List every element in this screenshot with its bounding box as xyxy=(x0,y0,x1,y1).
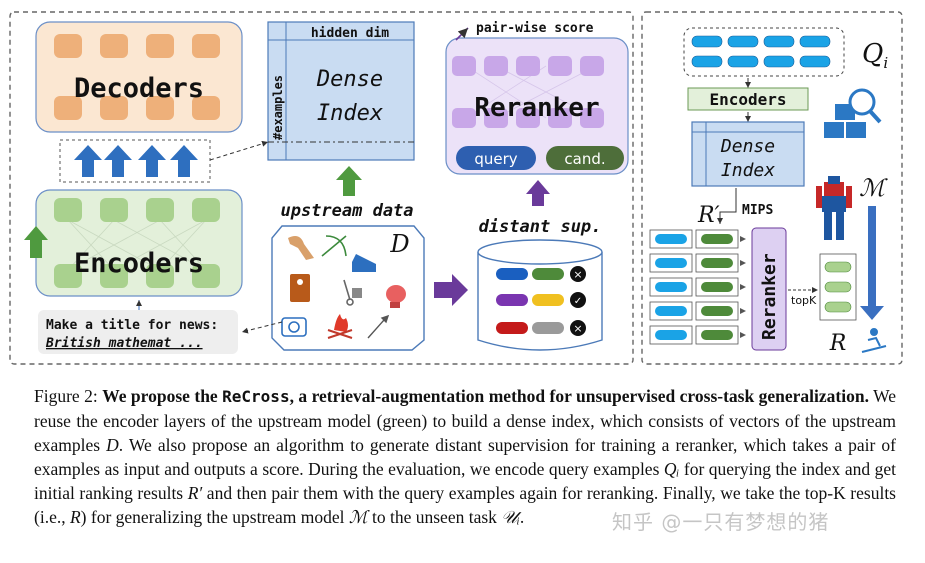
R-label: R xyxy=(829,331,847,356)
encoders-block: Encoders xyxy=(24,189,243,297)
r-prime-pairs xyxy=(649,229,746,345)
M-label: ℳ xyxy=(859,174,888,202)
prompt-line2: British mathemat ... xyxy=(45,336,203,351)
R-prime-label: R′ xyxy=(697,203,720,228)
green-up-arrow-icon xyxy=(24,226,48,258)
boomerang-icon xyxy=(288,236,314,260)
campfire-icon xyxy=(327,314,353,339)
right-panel-frame xyxy=(641,11,903,365)
purple-up-arrow-icon xyxy=(526,180,550,206)
caption-text-5: ) for generalizing the upstream model xyxy=(80,507,349,527)
caption-math-U: 𝒰ᵢ xyxy=(501,507,520,527)
topk-label: topK xyxy=(791,294,817,307)
check-icon xyxy=(570,292,586,308)
encoders-label: Encoders xyxy=(74,248,204,279)
blue-arrows-row xyxy=(59,139,211,183)
caption-text-6: to the unseen task xyxy=(367,507,502,527)
cross-icon xyxy=(570,320,586,336)
svg-text:×: × xyxy=(573,268,582,281)
hidden-dim-label: hidden dim xyxy=(311,26,389,41)
green-up-arrow-icon xyxy=(336,166,362,196)
distant-sup-cylinder: × ✓ × xyxy=(477,239,603,351)
camera-icon xyxy=(281,317,307,337)
mips-label: MIPS xyxy=(742,203,773,218)
caption-math-R: R xyxy=(69,507,81,527)
pair-wise-label: pair-wise score xyxy=(476,21,594,36)
caption-recross: ReCross xyxy=(222,387,290,406)
upstream-data-block: D xyxy=(271,225,425,351)
prompt-box: Make a title for news: British mathemat … xyxy=(38,310,238,354)
cross-icon xyxy=(570,266,586,282)
right-dense-line2: Index xyxy=(721,160,775,181)
Qi-label: Qi xyxy=(862,39,888,72)
caption-math-Qi: Qᵢ xyxy=(663,459,680,479)
cand-label: cand. xyxy=(564,150,605,168)
decoders-block: Decoders xyxy=(35,21,243,133)
right-encoders-box xyxy=(687,87,809,111)
right-dense-index-block: Dense Index xyxy=(691,121,805,187)
caption-text-2: . We also propose an algorithm to genera… xyxy=(34,435,896,479)
svg-text:×: × xyxy=(573,322,582,335)
caption-text-4: and then pair them with the query exampl… xyxy=(34,483,896,527)
prompt-line1: Make a title for news: xyxy=(46,318,218,333)
figure-caption: Figure 2: We propose the ReCross, a retr… xyxy=(34,384,896,529)
dense-index-block: hidden dim #examples Dense Index xyxy=(267,21,415,161)
purple-right-arrow-icon xyxy=(434,274,468,306)
search-database-icon xyxy=(824,88,882,138)
query-examples-block: Qi xyxy=(683,27,888,77)
caption-math-M: ℳ xyxy=(348,507,368,527)
caption-text-1: We reuse the encoder layers of the upstr… xyxy=(34,386,896,455)
method-figure: Decoders Encoders Make a title for news:… xyxy=(9,11,903,365)
bow-arrow-icon xyxy=(321,235,347,257)
hand-truck-icon xyxy=(343,279,362,306)
reranker-label: Reranker xyxy=(474,93,599,123)
query-pill xyxy=(456,146,536,170)
right-reranker-label: Reranker xyxy=(759,253,780,340)
climber-icon xyxy=(290,274,310,302)
caption-math-D: D xyxy=(106,435,119,455)
sneaker-icon xyxy=(352,254,376,272)
distant-sup-label: distant sup. xyxy=(479,217,602,237)
robot-icon xyxy=(816,176,852,240)
caption-text-7: . xyxy=(519,507,525,527)
caption-bold-b: , a retrieval-augmentation method for un… xyxy=(289,386,869,406)
dense-index-line2: Index xyxy=(317,101,383,126)
blue-down-arrow-icon xyxy=(860,206,884,320)
right-encoders-label: Encoders xyxy=(709,90,786,109)
cand-pill xyxy=(546,146,624,170)
svg-text:✓: ✓ xyxy=(574,296,582,307)
boxing-glove-icon xyxy=(386,285,406,308)
D-label: D xyxy=(389,230,409,258)
R-results-box xyxy=(819,253,857,321)
reranker-block: Reranker query cand. xyxy=(445,37,629,175)
upstream-data-label: upstream data xyxy=(280,201,413,221)
decoders-label: Decoders xyxy=(74,73,204,104)
right-reranker-box xyxy=(751,227,787,351)
caption-math-Rp: R′ xyxy=(187,483,203,503)
caption-prefix: Figure 2: xyxy=(34,386,103,406)
examples-label: #examples xyxy=(271,75,285,140)
pair-wise-arrow-icon xyxy=(455,27,469,41)
skier-icon xyxy=(861,328,887,353)
caption-text-3: for querying the index and get initial r… xyxy=(34,459,896,503)
right-dense-line1: Dense xyxy=(720,136,775,157)
zhihu-watermark: 知乎 @一只有梦想的猪 xyxy=(612,510,830,534)
fountain-pen-icon xyxy=(367,314,390,339)
caption-bold-a: We propose the xyxy=(102,386,223,406)
dense-index-line1: Dense xyxy=(316,67,383,92)
query-label: query xyxy=(474,150,517,168)
left-panel-frame xyxy=(9,11,634,365)
